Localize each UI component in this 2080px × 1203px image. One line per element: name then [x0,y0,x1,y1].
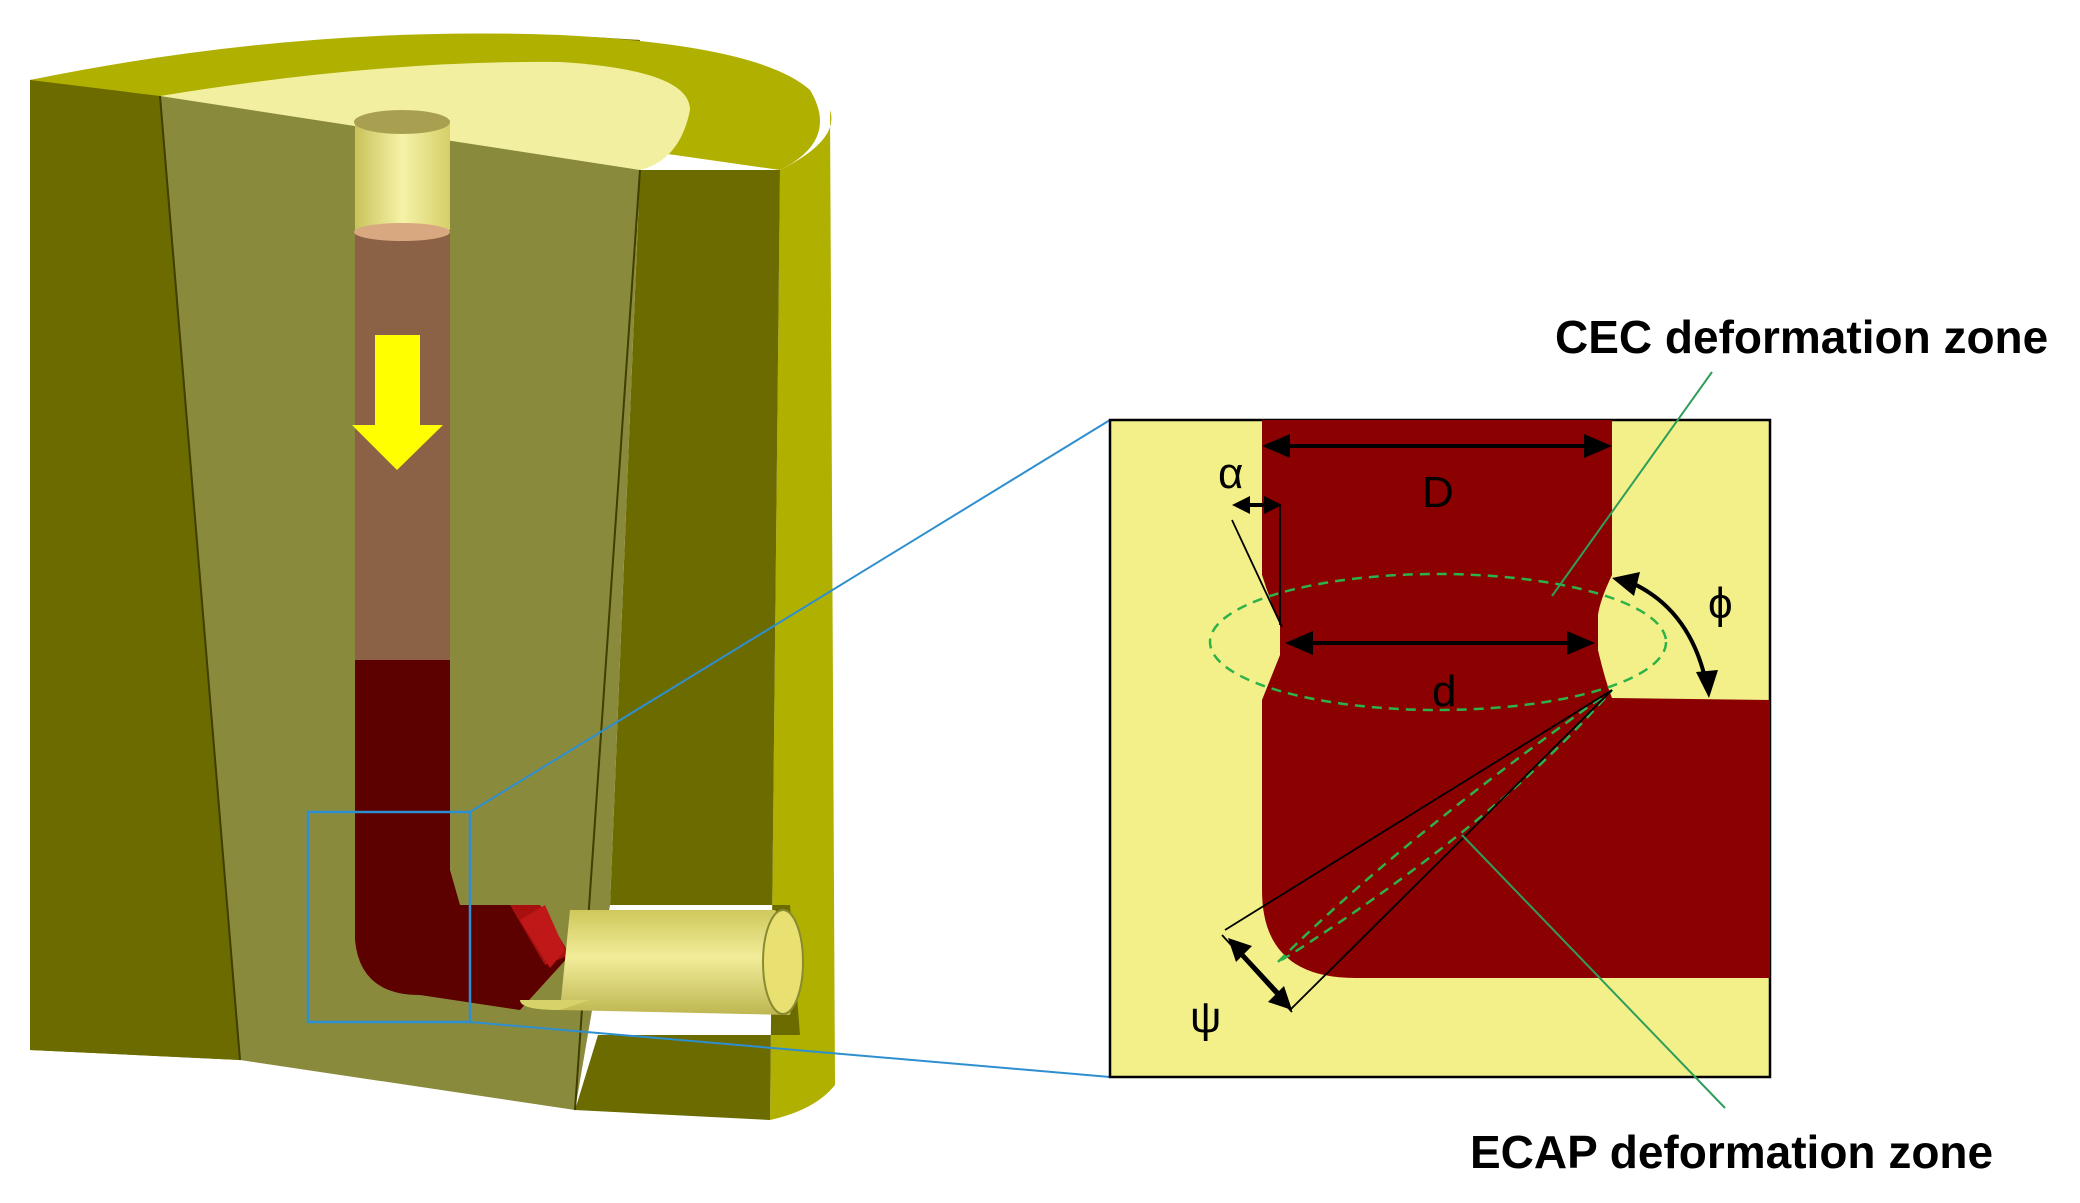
detail-panel: D d α ϕ ψ [1108,418,1772,1079]
zoom-connectors [469,419,1111,1078]
detail-billet [1262,420,1770,978]
double-headed-arrow-icon [1612,572,1718,698]
bore-top-empty [355,120,450,230]
ecap-zone-label: ECAP deformation zone [1470,1126,1993,1178]
die-right-block [575,170,800,1120]
label-phi: ϕ [1708,579,1733,628]
double-headed-arrow-icon [1285,631,1595,655]
exit-channel [560,910,795,1015]
double-headed-arrow-icon [1262,434,1612,458]
label-d: d [1432,667,1456,716]
cec-zone-label: CEC deformation zone [1555,311,2048,363]
callout-leaders [1461,371,1726,1109]
double-headed-arrow-icon [1232,496,1282,514]
label-psi: ψ [1190,993,1221,1042]
double-headed-arrow-icon [1228,938,1292,1010]
label-D: D [1422,468,1454,517]
die-outer-right-skin [770,110,835,1120]
zoom-region-box [306,810,472,1024]
die-left-outer-wedge [30,80,240,1060]
label-alpha: α [1218,449,1243,498]
billet-elbow [355,860,570,1010]
arrow-down-icon [352,335,443,470]
cec-zone-outline [1208,572,1668,712]
die-3d-section [30,33,835,1120]
